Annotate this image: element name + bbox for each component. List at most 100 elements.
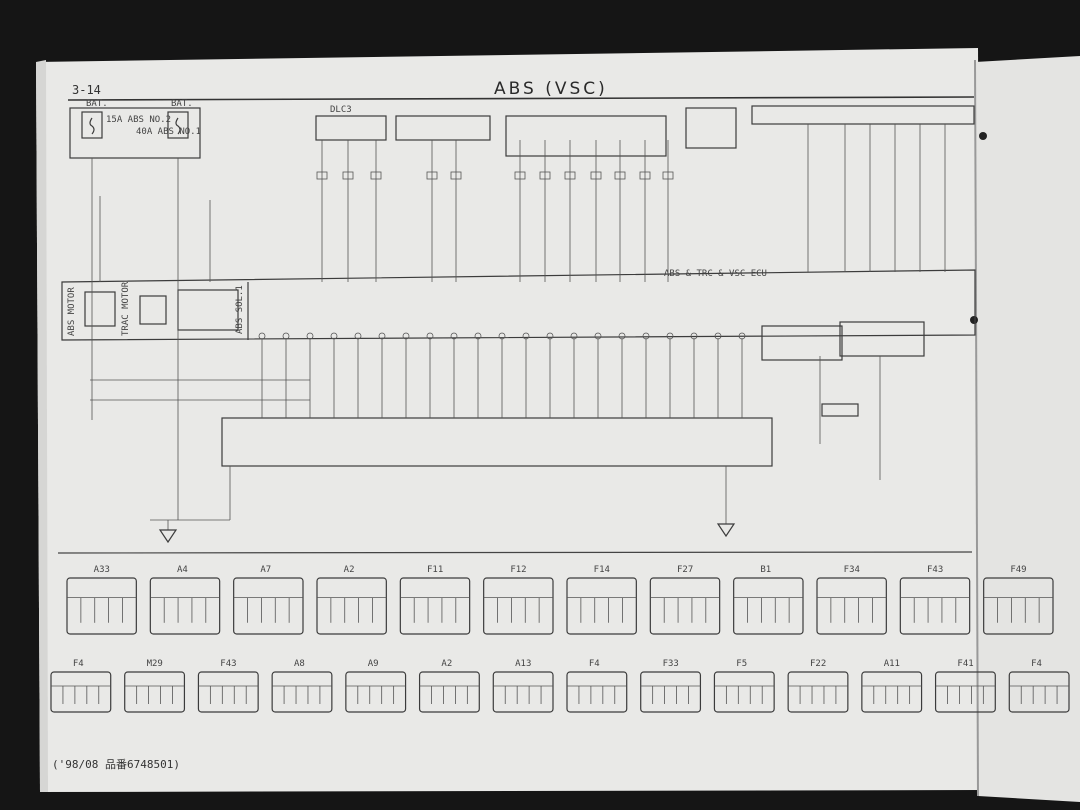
pin-marker	[498, 332, 506, 340]
pin-marker	[690, 332, 698, 340]
connector-label: F4	[73, 659, 84, 669]
yaw-sensor	[761, 325, 843, 361]
junction-marker	[614, 171, 626, 180]
pin-marker	[738, 332, 746, 340]
page-title: ABS (VSC)	[494, 79, 608, 99]
connector-label: F33	[663, 659, 679, 669]
connector-label: F4	[589, 659, 600, 669]
connector-label: F43	[927, 565, 943, 575]
fuse-block: BAT. BAT. 15A ABS NO.2 40A ABS NO.1	[69, 99, 201, 159]
connector-diagram: F11	[399, 565, 471, 635]
abs-motor-label: ABS MOTOR	[67, 287, 77, 336]
binding-hole	[970, 316, 978, 324]
connector-label: F5	[736, 659, 747, 669]
connector-diagram: A13	[492, 659, 554, 713]
connector-diagram: F41	[934, 659, 996, 713]
fuse-label: 15A ABS NO.2	[106, 115, 171, 125]
junction-marker	[450, 171, 462, 180]
bat-label: BAT.	[86, 99, 108, 109]
page-edge-stack	[36, 60, 48, 792]
connector-label: A2	[441, 659, 452, 669]
junction-marker	[639, 171, 651, 180]
connector-diagram: F4	[50, 659, 112, 713]
trac-motor-label: TRAC MOTOR	[121, 281, 131, 336]
pin-marker	[714, 332, 722, 340]
pin-marker	[618, 332, 626, 340]
bat-label: BAT.	[171, 99, 193, 109]
junction-marker	[370, 171, 382, 180]
connector-diagram: M29	[124, 659, 186, 713]
combination-meter	[505, 115, 667, 157]
diagnosis-connector	[395, 115, 491, 141]
connector-label: A4	[177, 565, 188, 575]
connector-label: M29	[147, 659, 163, 669]
connector-diagram: A2	[316, 565, 387, 635]
ground-icon	[158, 529, 178, 544]
pin-marker	[354, 332, 362, 340]
vsc-sensor-block	[751, 105, 975, 125]
connector-diagram: F43	[197, 659, 259, 713]
connector-label: F27	[677, 565, 693, 575]
page-number: 3-14	[72, 83, 101, 97]
connector-label: B1	[760, 565, 771, 575]
pin-marker	[402, 332, 410, 340]
connector-diagram: A4	[149, 565, 221, 635]
connector-diagram: A33	[66, 565, 137, 635]
connector-diagram: A11	[861, 659, 923, 713]
pin-marker	[426, 332, 434, 340]
connector-label: A13	[515, 659, 531, 669]
connector-diagram: A2	[418, 659, 480, 713]
connector-label: A9	[368, 659, 379, 669]
connector-label: F41	[957, 659, 973, 669]
pin-marker	[570, 332, 578, 340]
connector-diagram: F27	[649, 565, 721, 635]
connector-diagram: F49	[983, 565, 1054, 635]
resistor	[821, 403, 859, 417]
connector-diagram: F34	[816, 565, 887, 635]
connector-label: F14	[594, 565, 610, 575]
header-rule	[67, 96, 975, 101]
connector-label: A8	[294, 659, 305, 669]
page-gutter	[974, 59, 979, 797]
pin-marker	[522, 332, 530, 340]
connector-diagram: A8	[271, 659, 333, 713]
connector-label: A7	[260, 565, 271, 575]
connector-label: F11	[427, 565, 443, 575]
abs-sol-label: ABS SOL.1	[235, 285, 245, 334]
fuse-box-right	[685, 107, 737, 149]
wire-group	[90, 124, 946, 530]
connector-label: A2	[344, 565, 355, 575]
pin-marker	[330, 332, 338, 340]
connector-label: F49	[1010, 565, 1026, 575]
connector-label: F34	[844, 565, 860, 575]
pin-marker	[474, 332, 482, 340]
footer-code: ('98/08 品番6748501)	[52, 758, 180, 771]
connector-diagram: F22	[787, 659, 849, 713]
junction-marker	[342, 171, 354, 180]
connector-diagram: A9	[345, 659, 407, 713]
connector-diagram: F43	[899, 565, 971, 635]
connector-label: A11	[884, 659, 900, 669]
actuator-connector-band	[221, 417, 773, 467]
connector-diagram: F4	[566, 659, 628, 713]
section-divider	[57, 551, 973, 554]
connector-label: A33	[94, 565, 110, 575]
fuse-label: 40A ABS NO.1	[136, 127, 201, 137]
ecu-band-label: ABS & TRC & VSC ECU	[664, 269, 767, 279]
pin-marker	[378, 332, 386, 340]
junction-marker	[514, 171, 526, 180]
decel-sensor	[839, 321, 925, 357]
connector-diagram: A7	[233, 565, 304, 635]
junction-marker	[316, 171, 328, 180]
pin-marker	[450, 332, 458, 340]
pin-marker	[642, 332, 650, 340]
connector-diagram: B1	[733, 565, 804, 635]
right-page	[975, 56, 1080, 802]
connector-diagram: F12	[483, 565, 554, 635]
connector-label: F43	[220, 659, 236, 669]
dlc3-block: DLC3	[315, 105, 387, 141]
junction-marker	[662, 171, 674, 180]
dlc3-label: DLC3	[330, 105, 352, 115]
pin-marker	[282, 332, 290, 340]
